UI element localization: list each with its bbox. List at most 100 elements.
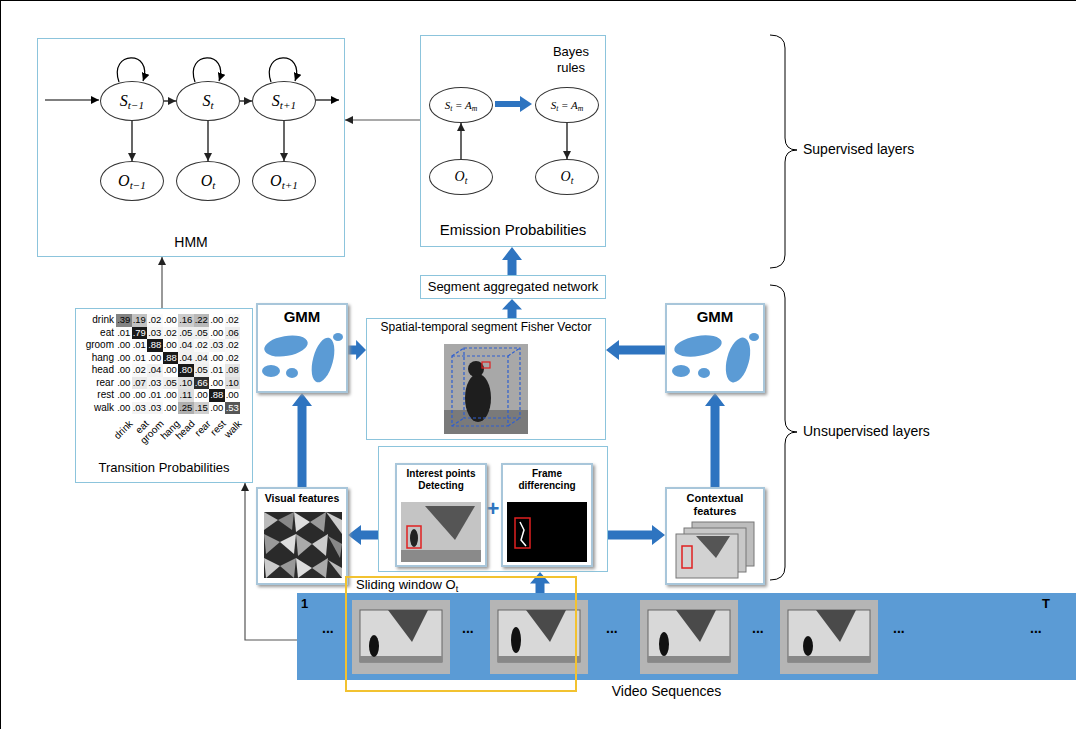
- matrix-row-label: walk: [77, 402, 116, 415]
- flow-arrow: [502, 299, 522, 318]
- feature-box: Frame differencing: [501, 463, 593, 567]
- state-node: St= Am: [535, 87, 599, 123]
- matrix-cell: .39: [116, 314, 132, 327]
- matrix-cell: .66: [194, 377, 210, 390]
- matrix-cell: .05: [178, 327, 194, 340]
- matrix-cell: .00: [163, 402, 179, 415]
- matrix-cell: .04: [178, 339, 194, 352]
- matrix-row-label: hang: [77, 352, 116, 365]
- sliding-window: Sliding window Ot: [345, 576, 577, 692]
- connector: [245, 483, 297, 640]
- matrix-cell: .01: [116, 327, 132, 340]
- matrix-cell: .02: [194, 339, 210, 352]
- matrix-cell: .05: [194, 364, 210, 377]
- gmm-ellipses-right: [672, 332, 759, 385]
- matrix-cell: .01: [132, 339, 148, 352]
- node-text: Visual features: [261, 492, 343, 504]
- matrix-cell: .00: [209, 377, 225, 390]
- matrix-cell: .01: [209, 364, 225, 377]
- annotation-label: Bayes rules: [538, 44, 604, 75]
- node-text: O: [201, 172, 213, 189]
- video-bar: [297, 593, 1076, 680]
- matrix-cell: .02: [147, 314, 163, 327]
- node-text: t+1: [282, 179, 298, 191]
- state-node: St−1: [100, 81, 164, 121]
- ellipsis: ...: [752, 620, 764, 636]
- gmm-box: GMM: [256, 303, 348, 393]
- observation-node: Ot: [176, 161, 240, 201]
- frame-index: T: [1042, 596, 1050, 612]
- node-text: Emission Probabilities: [424, 221, 602, 238]
- matrix-cell: .01: [147, 389, 163, 402]
- matrix-cell: .03: [132, 402, 148, 415]
- connector: [161, 257, 162, 308]
- matrix-cell: .80: [178, 364, 194, 377]
- matrix-cell: .00: [163, 389, 179, 402]
- matrix-cell: .10: [178, 377, 194, 390]
- matrix-cell: .16: [178, 314, 194, 327]
- node-text: t: [556, 104, 558, 113]
- matrix-cell: .00: [209, 352, 225, 365]
- matrix-cell: .00: [116, 402, 132, 415]
- matrix-row-label: head: [77, 364, 116, 377]
- flow-arrow: [348, 340, 366, 360]
- node-text: O: [118, 172, 130, 189]
- node-text: S: [202, 92, 210, 109]
- node-text: Interest points Detecting: [400, 468, 482, 491]
- node-text: O: [270, 172, 282, 189]
- connector: [566, 123, 567, 159]
- node-text: t: [212, 179, 215, 191]
- matrix-cell: .05: [163, 377, 179, 390]
- layer-label: Supervised layers: [803, 141, 914, 158]
- node-text: = A: [455, 99, 472, 111]
- matrix-row-label: drink: [77, 314, 116, 327]
- node-text: t: [456, 584, 459, 594]
- matrix-cell: .25: [178, 402, 194, 415]
- observation-node: Ot: [429, 159, 493, 195]
- matrix-cell: .00: [116, 339, 132, 352]
- matrix-cell: .02: [225, 339, 241, 352]
- matrix-cell: .02: [132, 364, 148, 377]
- matrix-cell: .00: [209, 327, 225, 340]
- interest-points-image: [401, 502, 481, 562]
- matrix-cell: .04: [194, 352, 210, 365]
- flow-arrow: [606, 340, 665, 360]
- feature-box: Contextual features: [665, 487, 765, 585]
- matrix-cell: .00: [194, 389, 210, 402]
- state-node: St+1: [252, 81, 316, 121]
- bayes-arrow: [495, 96, 532, 112]
- connector: [345, 119, 420, 120]
- connector: [164, 100, 176, 101]
- matrix-cell: .00: [225, 389, 241, 402]
- node-text: t: [571, 175, 574, 186]
- matrix-cell: .00: [163, 339, 179, 352]
- feature-box: Visual features: [256, 487, 348, 585]
- connector: [207, 121, 208, 161]
- flow-arrow: [608, 525, 665, 545]
- matrix-cell: .00: [116, 364, 132, 377]
- node-text: m: [578, 104, 584, 113]
- matrix-cell: .00: [132, 389, 148, 402]
- frame-index: 1: [301, 596, 308, 612]
- process-box: Segment aggregated network: [420, 275, 606, 299]
- matrix-cell: .03: [147, 402, 163, 415]
- ellipsis: ...: [606, 620, 618, 636]
- matrix-cell: .00: [163, 364, 179, 377]
- ellipsis: ...: [322, 620, 334, 636]
- node-text: t−1: [130, 179, 146, 191]
- layer-label: Unsupervised layers: [803, 423, 930, 440]
- matrix-cell: .00: [163, 314, 179, 327]
- node-text: Sliding window O: [356, 577, 456, 592]
- observation-node: Ot−1: [100, 161, 164, 201]
- video-frame: [780, 600, 878, 674]
- matrix-cell: .00: [116, 389, 132, 402]
- observation-node: Ot+1: [252, 161, 316, 201]
- hmm-box: HMMSt−1StSt+1Ot−1OtOt+1: [37, 38, 345, 257]
- node-text: S: [272, 92, 280, 109]
- visual-features-image: [264, 512, 342, 578]
- video-frame: [352, 600, 450, 674]
- node-text: S: [551, 99, 557, 111]
- state-node: St= Am: [429, 87, 493, 123]
